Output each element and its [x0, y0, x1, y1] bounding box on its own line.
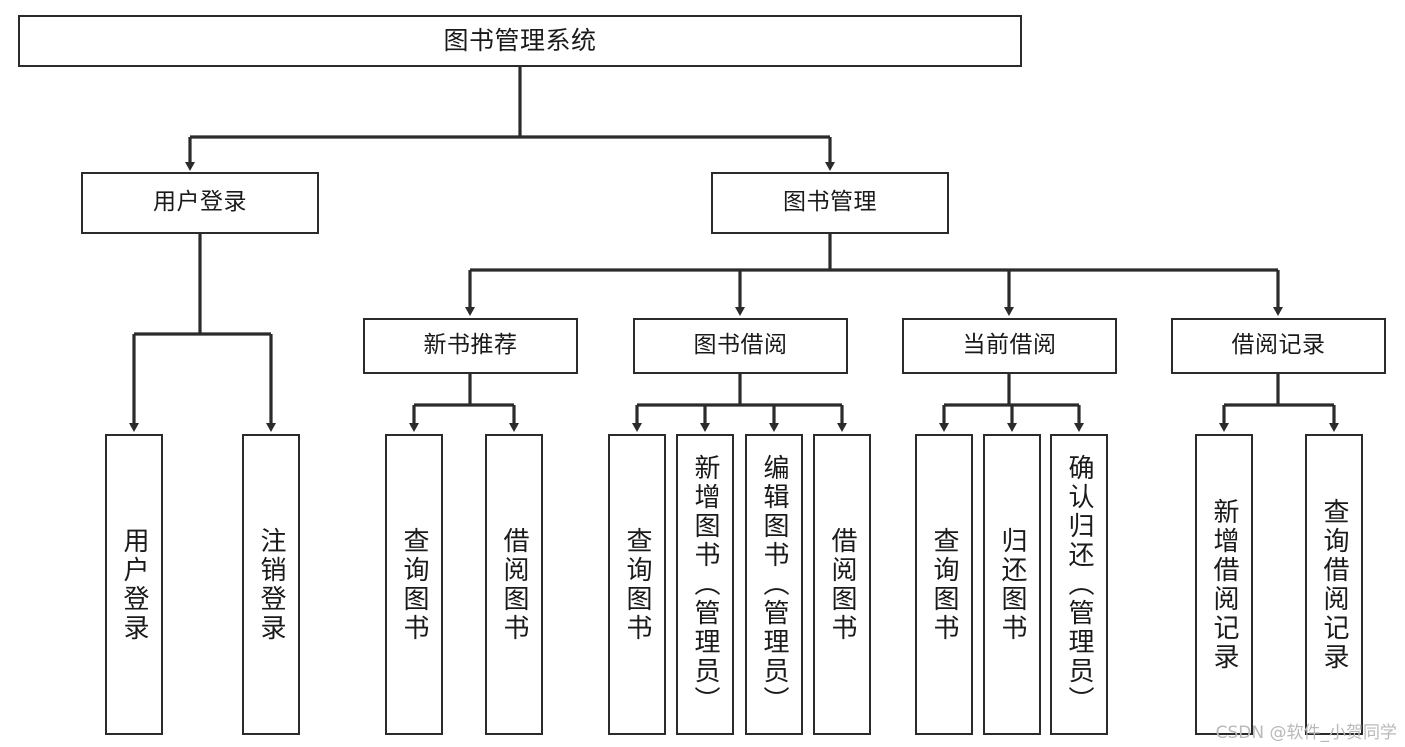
node-label: 图书借阅	[693, 332, 788, 359]
leaf-record-query-record[interactable]: 查询借阅记录	[1305, 434, 1363, 735]
node-label: 查询图书	[399, 526, 429, 643]
leaf-borrow-borrow-book[interactable]: 借阅图书	[813, 434, 871, 735]
node-book-management[interactable]: 图书管理	[711, 172, 949, 234]
node-current-borrow[interactable]: 当前借阅	[902, 318, 1117, 374]
node-label: 用户登录	[119, 526, 149, 643]
node-label: 查询图书	[622, 526, 652, 643]
node-user-login[interactable]: 用户登录	[81, 172, 319, 234]
node-new-book-recommend[interactable]: 新书推荐	[363, 318, 578, 374]
leaf-borrow-add-book-admin[interactable]: 新增图书（管理员）	[676, 434, 734, 735]
node-label: 图书管理系统	[443, 26, 597, 55]
node-label: 归还图书	[997, 526, 1027, 643]
leaf-recommend-query-book[interactable]: 查询图书	[385, 434, 443, 735]
leaf-current-query-book[interactable]: 查询图书	[915, 434, 973, 735]
node-label: 图书管理	[783, 189, 877, 216]
node-root-system[interactable]: 图书管理系统	[18, 15, 1022, 67]
node-label: 当前借阅	[962, 332, 1057, 359]
node-label: 注销登录	[256, 526, 286, 643]
leaf-current-return-book[interactable]: 归还图书	[983, 434, 1041, 735]
node-label: 查询图书	[929, 526, 959, 643]
leaf-current-confirm-return-admin[interactable]: 确认归还（管理员）	[1050, 434, 1108, 735]
leaf-borrow-query-book[interactable]: 查询图书	[608, 434, 666, 735]
node-label: 新书推荐	[423, 332, 518, 359]
node-label: 查询借阅记录	[1319, 497, 1349, 672]
leaf-borrow-edit-book-admin[interactable]: 编辑图书（管理员）	[745, 434, 803, 735]
node-label: 新增借阅记录	[1209, 497, 1239, 672]
leaf-user-logout[interactable]: 注销登录	[242, 434, 300, 735]
node-borrow-record[interactable]: 借阅记录	[1171, 318, 1386, 374]
node-label: 借阅图书	[499, 526, 529, 643]
node-label: 确认归还（管理员）	[1064, 454, 1094, 715]
node-label: 借阅图书	[827, 526, 857, 643]
leaf-recommend-borrow-book[interactable]: 借阅图书	[485, 434, 543, 735]
leaf-user-login[interactable]: 用户登录	[105, 434, 163, 735]
node-label: 借阅记录	[1231, 332, 1326, 359]
node-label: 用户登录	[153, 189, 247, 216]
node-label: 编辑图书（管理员）	[759, 454, 789, 715]
node-label: 新增图书（管理员）	[690, 454, 720, 715]
csdn-watermark: CSDN @软件_小贺同学	[1215, 723, 1397, 743]
node-book-borrow[interactable]: 图书借阅	[633, 318, 848, 374]
leaf-record-add-record[interactable]: 新增借阅记录	[1195, 434, 1253, 735]
